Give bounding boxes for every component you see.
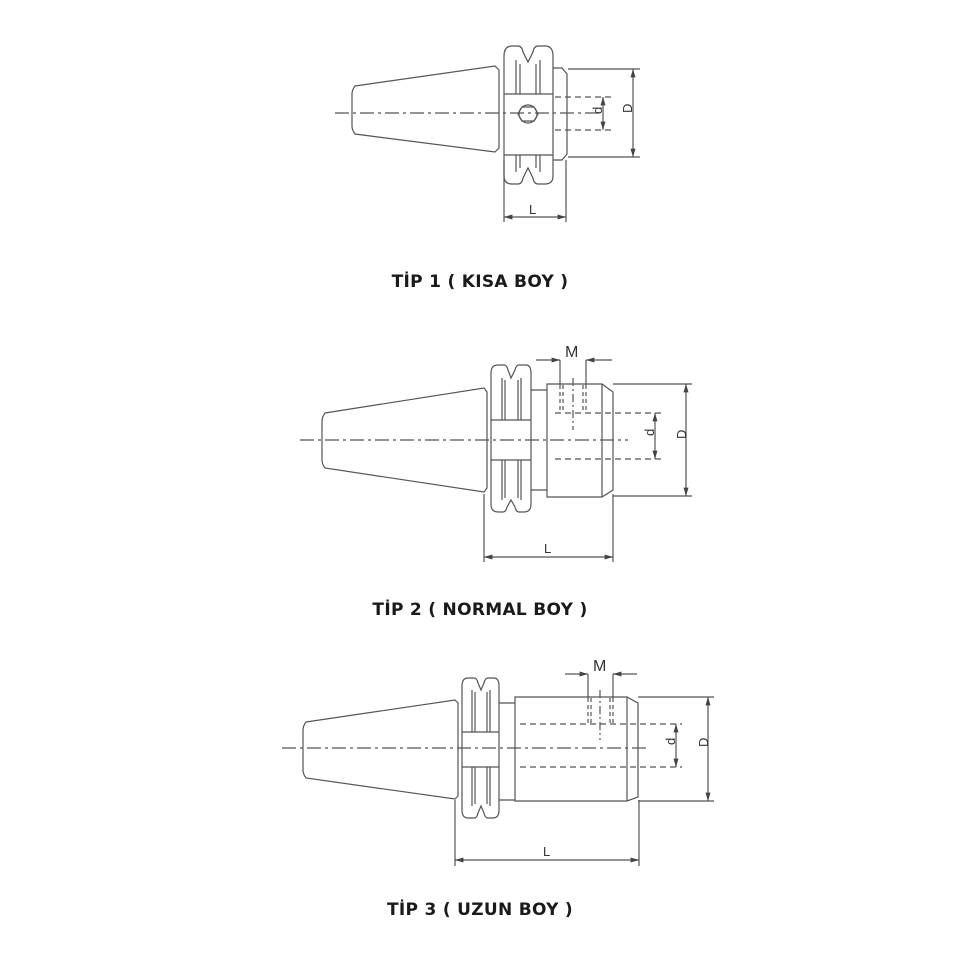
tip2-drawing bbox=[300, 357, 692, 562]
tip1-label-L: L bbox=[529, 202, 536, 217]
tip2-label-M: M bbox=[565, 344, 578, 361]
tip1-label-D: D bbox=[620, 104, 635, 113]
tip3-label-d: d bbox=[663, 738, 678, 745]
tip3-drawing bbox=[282, 671, 714, 866]
tip1-label-d: d bbox=[590, 107, 605, 114]
tip2-caption: TİP 2 ( NORMAL BOY ) bbox=[372, 600, 588, 620]
tip3-caption: TİP 3 ( UZUN BOY ) bbox=[386, 900, 574, 920]
tip3-label-M: M bbox=[593, 658, 606, 675]
tip2-label-D: D bbox=[674, 430, 689, 439]
tip2-label-L: L bbox=[544, 541, 551, 556]
tip1-drawing bbox=[335, 45, 640, 222]
tip1-caption: TİP 1 ( KISA BOY ) bbox=[391, 272, 569, 292]
tip3-label-D: D bbox=[696, 738, 711, 747]
tip3-label-L: L bbox=[543, 844, 550, 859]
tip2-label-d: d bbox=[642, 429, 657, 436]
